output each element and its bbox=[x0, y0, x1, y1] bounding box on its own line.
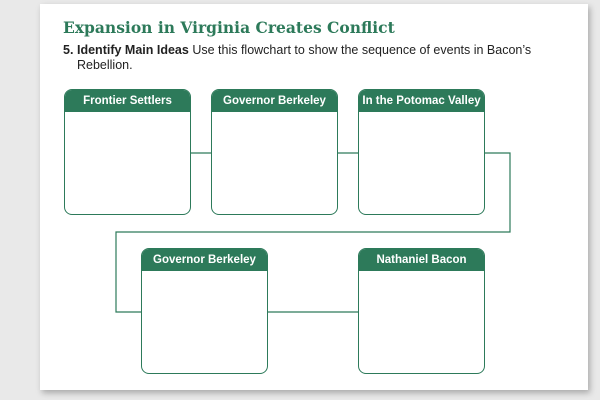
box-header: Frontier Settlers bbox=[65, 90, 190, 112]
box-header: Governor Berkeley bbox=[212, 90, 337, 112]
flowchart-box-frontier-settlers: Frontier Settlers bbox=[64, 89, 191, 215]
box-answer-area[interactable] bbox=[359, 271, 484, 373]
box-header: In the Potomac Valley bbox=[359, 90, 484, 112]
section-title: Expansion in Virginia Creates Conflict bbox=[63, 18, 395, 37]
flowchart-box-potomac-valley: In the Potomac Valley bbox=[358, 89, 485, 215]
question-number: 5. bbox=[63, 43, 74, 57]
flowchart-box-nathaniel-bacon: Nathaniel Bacon bbox=[358, 248, 485, 374]
flowchart-connectors bbox=[115, 152, 511, 313]
box-answer-area[interactable] bbox=[65, 112, 190, 214]
box-answer-area[interactable] bbox=[212, 112, 337, 214]
connector-3-4 bbox=[115, 152, 511, 313]
box-answer-area[interactable] bbox=[142, 271, 267, 373]
flowchart-box-governor-berkeley-1: Governor Berkeley bbox=[211, 89, 338, 215]
question-lead: Identify Main Ideas bbox=[77, 43, 189, 57]
box-answer-area[interactable] bbox=[359, 112, 484, 214]
worksheet-page: Expansion in Virginia Creates Conflict 5… bbox=[40, 4, 588, 390]
question-text-line1: Use this flowchart to show the sequence … bbox=[188, 43, 532, 57]
question-text-line2: Rebellion. bbox=[77, 58, 133, 72]
box-header: Nathaniel Bacon bbox=[359, 249, 484, 271]
box-header: Governor Berkeley bbox=[142, 249, 267, 271]
question-prompt: 5.Identify Main Ideas Use this flowchart… bbox=[63, 43, 533, 73]
flowchart-box-governor-berkeley-2: Governor Berkeley bbox=[141, 248, 268, 374]
